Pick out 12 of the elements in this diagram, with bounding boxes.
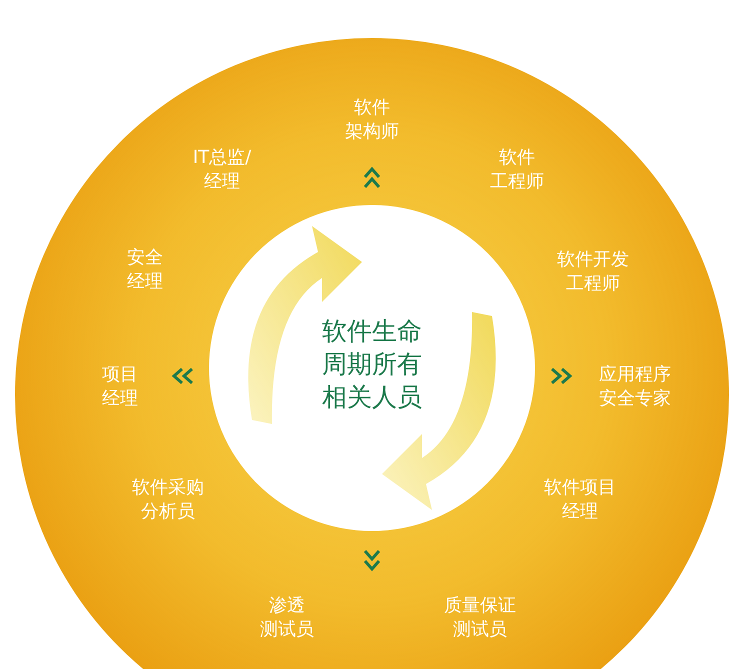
role-label: IT总监/经理 bbox=[192, 146, 252, 194]
role-label: 软件开发工程师 bbox=[557, 248, 629, 296]
role-label: 应用程序安全专家 bbox=[599, 363, 671, 411]
role-label: 软件架构师 bbox=[345, 96, 399, 144]
role-label: 软件工程师 bbox=[490, 146, 544, 194]
role-label: 项目经理 bbox=[102, 363, 138, 411]
role-label: 质量保证测试员 bbox=[444, 594, 516, 642]
role-label: 安全经理 bbox=[127, 246, 163, 294]
role-label: 软件项目经理 bbox=[544, 476, 616, 524]
role-label: 软件采购分析员 bbox=[132, 476, 204, 524]
role-label: 渗透测试员 bbox=[260, 594, 314, 642]
center-label: 软件生命周期所有相关人员 bbox=[322, 316, 422, 414]
